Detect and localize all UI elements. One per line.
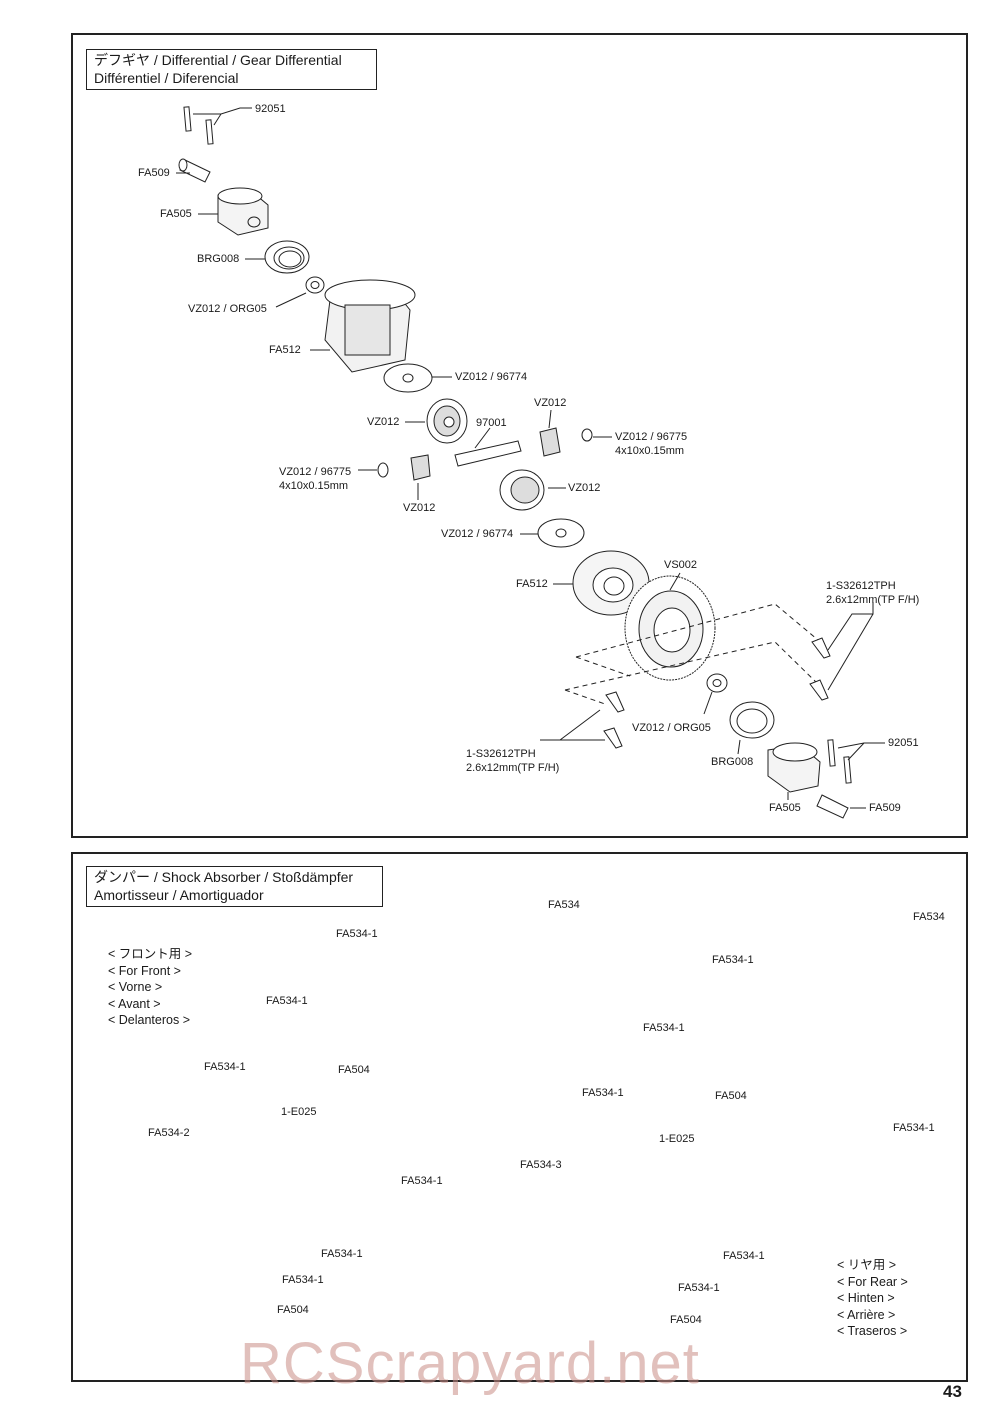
case-fa512-bottom [553, 550, 650, 616]
label-92051-bottom: 92051 [888, 737, 919, 749]
front-list-item: < Delanteros > [108, 1013, 190, 1027]
label-screw-right-1: 1-S32612TPH [826, 580, 896, 592]
label-rear-fa534-1-b: FA534-1 [643, 1022, 685, 1034]
label-rear-fa534-1-d: FA534-1 [893, 1122, 935, 1134]
rear-list-item: < For Rear > [837, 1274, 908, 1289]
rear-list-item: < リヤ用 > [837, 1258, 897, 1272]
ring-gear-vs002 [624, 572, 716, 681]
label-fa512-bottom: FA512 [516, 578, 548, 590]
washer-org05-top [275, 276, 325, 308]
page-number: 43 [943, 1382, 962, 1401]
differential-title-line2: Différentiel / Diferencial [94, 70, 239, 86]
label-fa505-bottom: FA505 [769, 802, 801, 814]
label-front-fa534: FA534 [548, 899, 580, 911]
label-vz012-96775-left: VZ012 / 96775 [279, 466, 352, 478]
shim-96775-right [581, 428, 612, 442]
cup-fa505-top [198, 187, 269, 236]
label-front-fa504-a: FA504 [338, 1064, 370, 1076]
label-front-fa534-1-d: FA534-1 [401, 1175, 443, 1187]
label-brg008-bottom: BRG008 [711, 756, 754, 768]
differential-title-line1: デフギヤ / Differential / Gear Differential [94, 52, 342, 68]
label-rear-fa534-1-a: FA534-1 [712, 954, 754, 966]
shaft-97001 [454, 427, 522, 467]
shock-title-line1: ダンパー / Shock Absorber / Stoßdämpfer [94, 869, 354, 885]
bevel-gear-small-left [410, 454, 431, 500]
label-vz012-96775-right: VZ012 / 96775 [615, 431, 688, 443]
label-rear-fa534-3: FA534-3 [520, 1159, 562, 1171]
bevel-gear-small-right [539, 409, 561, 457]
label-fa509-top: FA509 [138, 167, 170, 179]
label-rear-e025: 1-E025 [659, 1133, 695, 1145]
label-spec-4x10-right: 4x10x0.15mm [615, 445, 685, 457]
shock-title-line2: Amortisseur / Amortiguador [94, 887, 264, 903]
front-language-list: < フロント用 > < For Front > < Vorne > < Avan… [108, 946, 192, 1029]
bevel-gear-large [405, 398, 468, 444]
label-92051-top: 92051 [255, 103, 286, 115]
front-list-item: < For Front > [108, 963, 181, 978]
label-rear-fa534: FA534 [913, 911, 945, 923]
label-rear-fa504-a: FA504 [715, 1090, 747, 1102]
bearing-brg008-top [245, 240, 310, 274]
label-front-fa534-1-e: FA534-1 [321, 1248, 363, 1260]
label-front-e025: 1-E025 [281, 1106, 317, 1118]
front-list-item: < Avant > [108, 996, 161, 1011]
label-fa512-top: FA512 [269, 344, 301, 356]
case-fa512-top [310, 279, 416, 373]
differential-panel: デフギヤ / Differential / Gear Differential … [71, 33, 968, 838]
shaft-fa509-top [176, 158, 211, 183]
label-brg008-top: BRG008 [197, 253, 240, 265]
rear-language-list: < リヤ用 > < For Rear > < Hinten > < Arrièr… [837, 1257, 908, 1340]
pin-92051-top [183, 106, 252, 145]
shock-absorber-panel: ダンパー / Shock Absorber / Stoßdämpfer Amor… [71, 852, 968, 1382]
front-list-item: < フロント用 > [108, 947, 193, 961]
assembly-guide-lines [564, 603, 819, 705]
screw-s32612tph-left [540, 691, 625, 749]
washer-96774-bottom [520, 518, 585, 548]
rear-list-item: < Hinten > [837, 1291, 895, 1305]
washer-org05-bottom [703, 673, 728, 715]
shaft-fa509-bottom [816, 794, 866, 819]
label-vz012-a: VZ012 [367, 416, 400, 428]
label-vz012-96774-top: VZ012 / 96774 [455, 371, 528, 383]
rear-list-item: < Traseros > [837, 1324, 908, 1338]
label-rear-fa534-1-f: FA534-1 [678, 1282, 720, 1294]
label-vz012-org05-bottom: VZ012 / ORG05 [632, 722, 711, 734]
bearing-brg008-bottom [729, 701, 775, 755]
label-front-fa534-2: FA534-2 [148, 1127, 190, 1139]
label-vz012-c: VZ012 [403, 502, 436, 514]
label-rear-fa534-1-e: FA534-1 [723, 1250, 765, 1262]
washer-96774-top [383, 363, 452, 393]
label-front-fa534-1-f: FA534-1 [282, 1274, 324, 1286]
shim-96775-left [358, 462, 389, 478]
label-fa505-top: FA505 [160, 208, 192, 220]
front-list-item: < Vorne > [108, 980, 163, 994]
cup-fa505-bottom [767, 742, 821, 800]
differential-title: デフギヤ / Differential / Gear Differential … [86, 49, 377, 90]
pin-92051-bottom [827, 739, 885, 784]
rear-list-item: < Arrière > [837, 1307, 896, 1322]
label-vz012-d: VZ012 [568, 482, 601, 494]
label-fa509-bottom: FA509 [869, 802, 901, 814]
watermark: RCScrapyard.net [240, 1331, 700, 1396]
label-screw-right-2: 2.6x12mm(TP F/H) [826, 594, 920, 606]
bevel-gear-large-bottom [499, 469, 566, 511]
label-spec-4x10-left: 4x10x0.15mm [279, 480, 349, 492]
shock-title: ダンパー / Shock Absorber / Stoßdämpfer Amor… [86, 866, 383, 907]
label-rear-fa504-b: FA504 [670, 1314, 702, 1326]
label-vz012-org05-top: VZ012 / ORG05 [188, 303, 267, 315]
label-screw-left-1: 1-S32612TPH [466, 748, 536, 760]
label-screw-left-2: 2.6x12mm(TP F/H) [466, 762, 560, 774]
label-front-fa504-b: FA504 [277, 1304, 309, 1316]
label-vs002: VS002 [664, 559, 698, 571]
label-front-fa534-1-b: FA534-1 [266, 995, 308, 1007]
label-rear-fa534-1-c: FA534-1 [582, 1087, 624, 1099]
label-front-fa534-1-a: FA534-1 [336, 928, 378, 940]
label-vz012-96774-bottom: VZ012 / 96774 [441, 528, 514, 540]
label-vz012-b: VZ012 [534, 397, 567, 409]
label-97001: 97001 [476, 417, 507, 429]
screw-s32612tph-right [809, 602, 874, 701]
label-front-fa534-1-c: FA534-1 [204, 1061, 246, 1073]
